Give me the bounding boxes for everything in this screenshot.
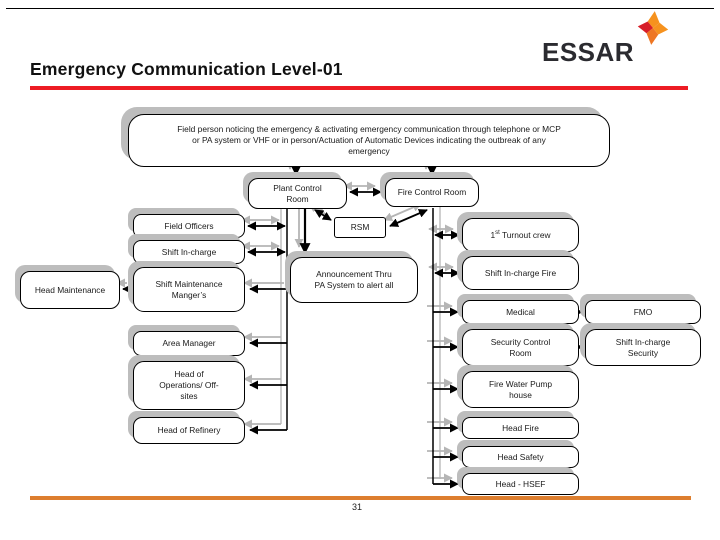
node-shift-incharge-security: Shift In-charge Security [585, 329, 701, 366]
node-field-person-banner: Field person noticing the emergency & ac… [128, 114, 610, 167]
page-number: 31 [351, 502, 362, 512]
node-area-manager: Area Manager [133, 331, 245, 356]
node-first-turnout-crew: 1st Turnout crew [462, 218, 579, 252]
essar-logo-text: ESSAR [542, 37, 635, 67]
node-head-maintenance: Head Maintenance [20, 271, 120, 309]
node-pa-announcement: Announcement Thru PA System to alert all [290, 257, 418, 303]
title-underline [30, 86, 688, 90]
node-fmo: FMO [585, 300, 701, 324]
node-fire-control-room: Fire Control Room [385, 178, 479, 207]
node-head-refinery: Head of Refinery [133, 417, 245, 444]
node-fire-water-pump-house: Fire Water Pump house [462, 371, 579, 408]
node-security-control-room: Security Control Room [462, 329, 579, 366]
footer-divider [30, 496, 691, 500]
essar-plus-icon [637, 11, 669, 45]
node-plant-control-room: Plant Control Room [248, 178, 347, 209]
node-rsm: RSM [334, 217, 386, 238]
node-head-hsef: Head - HSEF [462, 473, 579, 495]
node-head-fire: Head Fire [462, 417, 579, 439]
slide-top-border [6, 8, 714, 9]
page-title: Emergency Communication Level-01 [30, 59, 343, 79]
node-shift-incharge-fire: Shift In-charge Fire [462, 256, 579, 290]
node-head-safety: Head Safety [462, 446, 579, 468]
node-shift-incharge: Shift In-charge [133, 240, 245, 264]
essar-logo: ESSAR [542, 10, 702, 68]
node-head-operations-offsites: Head of Operations/ Off- sites [133, 361, 245, 410]
node-shift-maintenance-manager: Shift Maintenance Manger’s [133, 267, 245, 312]
node-field-officers: Field Officers [133, 214, 245, 238]
node-medical: Medical [462, 300, 579, 324]
